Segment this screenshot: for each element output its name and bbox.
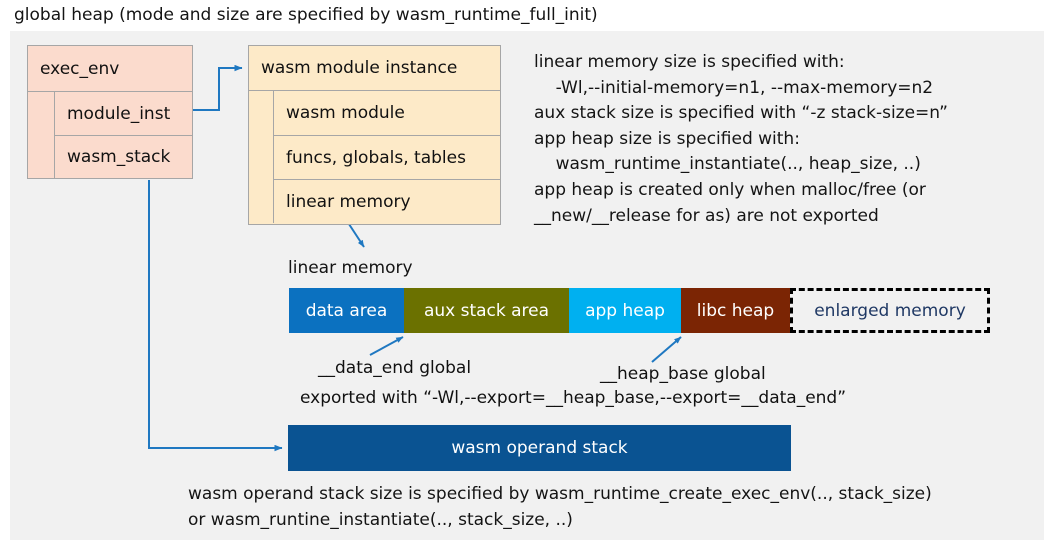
wasm-module-instance-box: wasm module instance wasm module funcs, … bbox=[248, 45, 501, 225]
configuration-notes: linear memory size is specified with: -W… bbox=[534, 52, 948, 226]
field-linear-memory: linear memory bbox=[274, 179, 500, 223]
connector-wasm-stack-to-operand-stack bbox=[148, 180, 283, 452]
memory-segment-enlarged-memory: enlarged memory bbox=[790, 288, 990, 333]
diagram-title: global heap (mode and size are specified… bbox=[14, 5, 598, 25]
memory-segment-app-heap: app heap bbox=[569, 288, 681, 333]
wasm-module-instance-indent bbox=[249, 91, 274, 223]
field-wasm-module: wasm module bbox=[286, 103, 405, 123]
annotation-data-end: __data_end global bbox=[318, 358, 472, 378]
exec-env-fields: module_inst wasm_stack bbox=[28, 92, 192, 178]
memory-segment-libc-heap: libc heap bbox=[681, 288, 790, 333]
wasm-operand-stack-label: wasm operand stack bbox=[451, 438, 628, 458]
exec-env-title: exec_env bbox=[28, 46, 192, 92]
memory-segment-aux-stack-area: aux stack area bbox=[404, 288, 569, 333]
connector-heap-base-pointer bbox=[651, 336, 682, 363]
memory-segment-data-area: data area bbox=[289, 288, 404, 333]
memory-segment-app-heap-label: app heap bbox=[585, 300, 665, 321]
memory-segment-enlarged-memory-label: enlarged memory bbox=[814, 300, 966, 321]
memory-segment-data-area-label: data area bbox=[305, 300, 388, 321]
wasm-module-instance-title: wasm module instance bbox=[249, 46, 500, 91]
exec-env-field-module-inst: module_inst bbox=[67, 103, 171, 124]
operand-stack-caption: wasm operand stack size is specified by … bbox=[188, 484, 932, 530]
linear-memory-bar: data area aux stack area app heap libc h… bbox=[289, 288, 990, 333]
connector-module-inst-to-instance bbox=[184, 64, 243, 111]
exec-env-field-wasm-stack: wasm_stack bbox=[55, 135, 192, 178]
memory-segment-aux-stack-area-label: aux stack area bbox=[423, 300, 550, 321]
exec-env-box: exec_env module_inst wasm_stack bbox=[27, 45, 193, 179]
memory-segment-libc-heap-label: libc heap bbox=[696, 300, 775, 321]
field-funcs-globals-tables: funcs, globals, tables bbox=[274, 135, 500, 179]
linear-memory-bar-label: linear memory bbox=[288, 258, 413, 278]
wasm-module-instance-fields: wasm module funcs, globals, tables linea… bbox=[249, 91, 500, 223]
exec-env-indent bbox=[28, 92, 55, 178]
annotation-heap-base: __heap_base global bbox=[600, 364, 766, 384]
wasm-operand-stack-bar: wasm operand stack bbox=[288, 425, 791, 471]
annotation-exported-with: exported with “-Wl,--export=__heap_base,… bbox=[300, 388, 847, 408]
connector-data-end-pointer bbox=[369, 336, 404, 356]
